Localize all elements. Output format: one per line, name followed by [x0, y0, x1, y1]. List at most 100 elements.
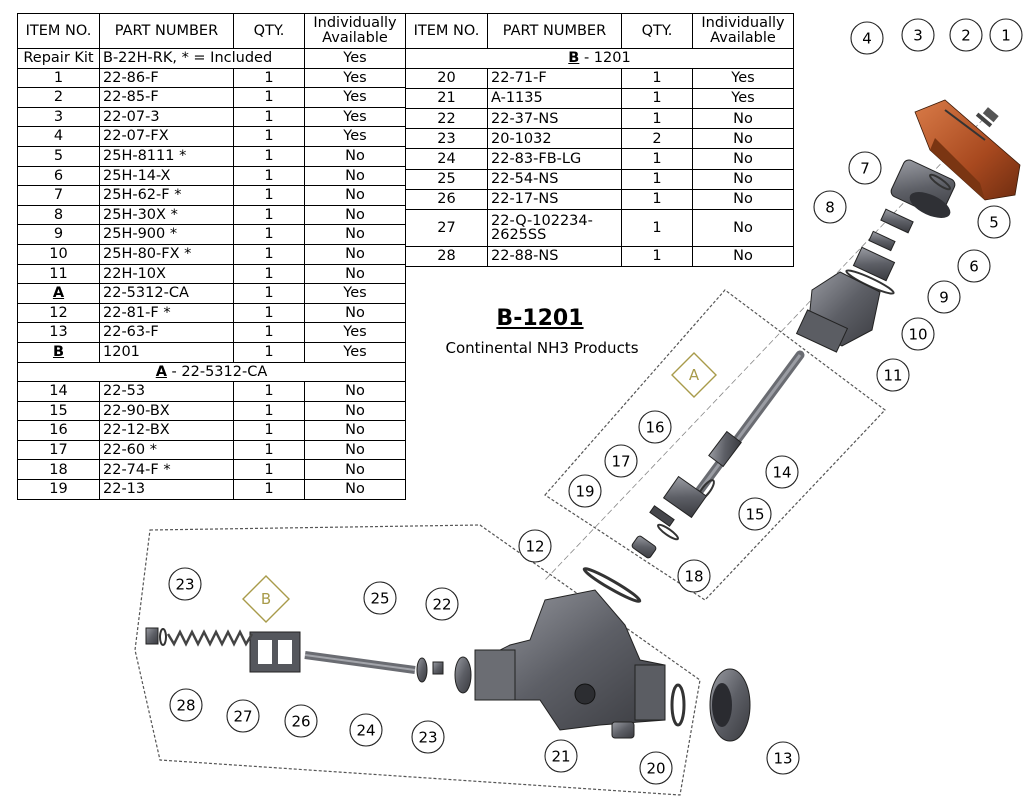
callout-group: 1234567891011121314151617181920212223242…	[168, 18, 1023, 785]
callout-12: 12	[518, 529, 552, 563]
valve-body-part	[474, 589, 666, 731]
svg-text:27: 27	[233, 708, 252, 726]
part-cell: 22-5312-CA	[99, 283, 234, 304]
callout-25: 25	[363, 581, 397, 615]
avail-cell: No	[304, 479, 406, 500]
part-cell: 25H-900 *	[99, 224, 234, 245]
item-cell: 22	[405, 108, 488, 130]
diamond-b: B	[242, 575, 290, 623]
avail-cell: Yes	[304, 341, 406, 363]
part-cell: 25H-62-F *	[99, 185, 234, 206]
item-cell: 28	[405, 245, 488, 267]
section-b-letter: B	[568, 50, 580, 67]
callout-23: 23	[168, 567, 202, 601]
item-letter: B	[52, 343, 65, 360]
header-available: Individually Available	[692, 13, 794, 49]
svg-text:13: 13	[773, 750, 792, 768]
bonnet-part	[795, 271, 881, 353]
callout-1: 1	[989, 18, 1023, 52]
callout-19: 19	[568, 474, 602, 508]
svg-text:15: 15	[745, 506, 764, 524]
callout-8: 8	[813, 190, 847, 224]
avail-cell: No	[304, 459, 406, 481]
part-cell: 22-81-F *	[99, 302, 234, 324]
qty-cell: 1	[621, 245, 693, 267]
callout-15: 15	[738, 497, 772, 531]
stem-part	[695, 350, 805, 495]
cage-part	[249, 631, 301, 673]
svg-text:10: 10	[908, 326, 927, 344]
callout-28: 28	[169, 688, 203, 722]
callout-20: 20	[639, 751, 673, 785]
svg-text:2: 2	[961, 27, 971, 45]
section-a-label: A - 22-5312-CA	[17, 361, 406, 383]
part-cell: 22-74-F *	[99, 459, 234, 481]
callout-27: 27	[226, 699, 260, 733]
group-b-outline	[134, 524, 701, 796]
page-subtitle: Continental NH3 Products	[445, 339, 639, 357]
header-available: Individually Available	[304, 13, 406, 49]
callout-18: 18	[677, 559, 711, 593]
callout-5: 5	[977, 205, 1011, 239]
repair-kit-row: Repair Kit B-22H-RK, * = Included Yes	[17, 48, 406, 69]
group-a-outline	[544, 289, 886, 601]
svg-text:B: B	[261, 590, 271, 608]
parts-table-left: ITEM NO. PART NUMBER QTY. Individually A…	[17, 13, 406, 500]
callout-3: 3	[901, 18, 935, 52]
svg-text:5: 5	[989, 214, 999, 232]
spring-part	[166, 629, 254, 647]
page-title: B-1201	[496, 306, 584, 331]
section-a-row: A - 22-5312-CA	[17, 361, 406, 383]
item-letter: A	[52, 285, 65, 302]
part-cell: B-22H-RK, * = Included	[99, 48, 305, 69]
svg-text:3: 3	[913, 27, 923, 45]
svg-text:28: 28	[176, 697, 195, 715]
avail-cell: Yes	[304, 126, 406, 147]
callout-14: 14	[765, 455, 799, 489]
avail-cell: Yes	[304, 48, 406, 69]
svg-text:4: 4	[862, 30, 872, 48]
svg-text:23: 23	[175, 576, 194, 594]
avail-cell: Yes	[304, 87, 406, 108]
callout-22: 22	[425, 587, 459, 621]
item-cell: 26	[405, 188, 488, 210]
avail-cell: No	[304, 381, 406, 402]
callout-7: 7	[848, 151, 882, 185]
avail-cell: No	[692, 208, 794, 247]
part-cell: A-1135	[487, 88, 622, 110]
parts-table-right: ITEM NO. PART NUMBER QTY. Individually A…	[405, 13, 794, 267]
diamond-a: A	[671, 352, 717, 398]
svg-text:19: 19	[575, 483, 594, 501]
title-block: B-1201 Continental NH3 Products	[444, 306, 640, 357]
callout-26: 26	[284, 704, 318, 738]
header-part-number: PART NUMBER	[487, 13, 622, 49]
header-qty: QTY.	[621, 13, 693, 49]
part-cell: 22-71-F	[487, 68, 622, 90]
svg-text:14: 14	[772, 464, 791, 482]
section-a-rest: - 22-5312-CA	[166, 363, 268, 380]
avail-cell: No	[692, 128, 794, 150]
nut-part	[890, 159, 956, 218]
section-b-rest: - 1201	[579, 50, 631, 67]
svg-text:23: 23	[418, 729, 437, 747]
svg-text:17: 17	[611, 453, 630, 471]
avail-cell: No	[692, 188, 794, 210]
part-cell: 25H-80-FX *	[99, 243, 234, 265]
